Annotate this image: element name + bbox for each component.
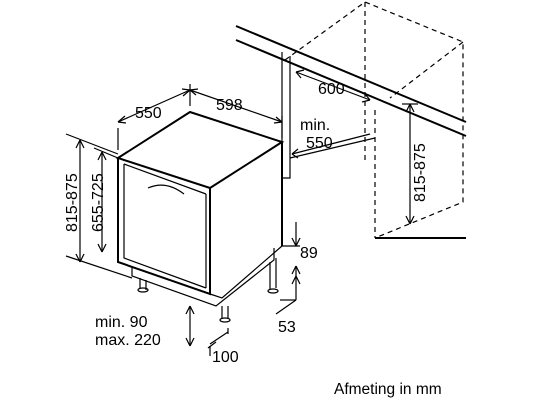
width-label: 598	[216, 97, 243, 114]
depth-label: 550	[135, 105, 162, 122]
foot-offset-label: 53	[278, 319, 296, 336]
depth-dimension: 550	[117, 84, 191, 150]
plinth-height-max-label: max. 220	[95, 332, 161, 349]
plinth-height-dimension: min. 90 max. 220	[95, 305, 195, 349]
niche-height-label: 815-875	[412, 143, 429, 202]
niche-width-dimension: 600	[295, 69, 371, 103]
appliance-height-dimension: 655-725	[90, 147, 119, 253]
foot-gap-label: 100	[212, 349, 239, 366]
niche-depth-dimension: min. 550	[291, 117, 371, 159]
foot-gap-dimension: 100	[207, 328, 239, 366]
dishwasher-drawing	[115, 110, 285, 323]
width-dimension: 598	[189, 88, 283, 138]
niche-depth-label-line1: min.	[300, 117, 330, 134]
appliance-height-label: 655-725	[90, 173, 107, 232]
niche-width-label: 600	[318, 81, 345, 98]
foot-offset-dimension: 53	[275, 275, 301, 336]
plinth-gap-label: 89	[300, 245, 318, 262]
units-note: Afmeting in mm	[334, 381, 442, 398]
plinth-height-min-label: min. 90	[95, 314, 148, 331]
plinth-gap-dimension: 89	[282, 222, 318, 276]
total-height-label: 815-875	[64, 173, 81, 232]
niche-height-dimension: 815-875	[402, 103, 429, 225]
niche-drawing	[235, 1, 467, 239]
niche-depth-label-line2: 550	[306, 135, 333, 152]
total-height-dimension: 815-875	[64, 133, 133, 279]
